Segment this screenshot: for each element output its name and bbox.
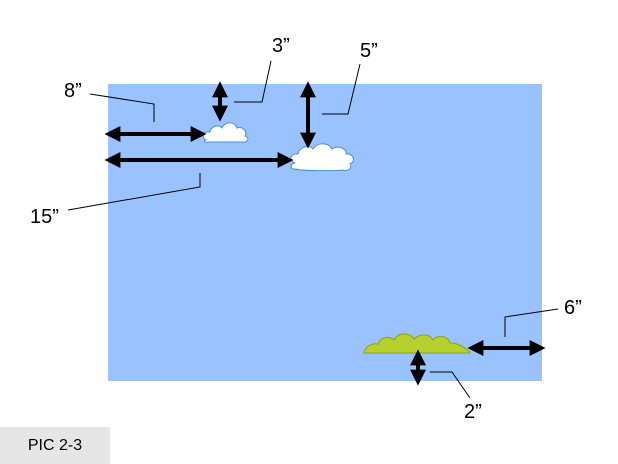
diagram-canvas: 3” 5” 8” 15” 6” 2”: [30, 35, 582, 423]
cloud-large-top-label: 5”: [360, 40, 378, 62]
leader-line: [504, 308, 559, 337]
leader-line: [67, 173, 201, 211]
leader-line: [234, 60, 272, 103]
large-cloud-icon: [290, 143, 354, 172]
small-cloud-icon: [202, 122, 249, 143]
cloud-small-left-label: 8”: [64, 80, 82, 102]
cloud-large-left-label: 15”: [30, 206, 59, 228]
leader-line: [322, 63, 361, 115]
cloud-small-top-label: 3”: [272, 35, 290, 57]
sky-panel: [108, 84, 542, 381]
figure-caption: PIC 2-3: [27, 436, 83, 454]
bush-icon: [363, 333, 471, 354]
caption-box: PIC 2-3: [0, 427, 110, 464]
leader-line: [430, 371, 471, 399]
leader-line: [89, 93, 155, 122]
bush-right-label: 6”: [564, 297, 582, 319]
bush-bottom-label: 2”: [464, 401, 482, 423]
